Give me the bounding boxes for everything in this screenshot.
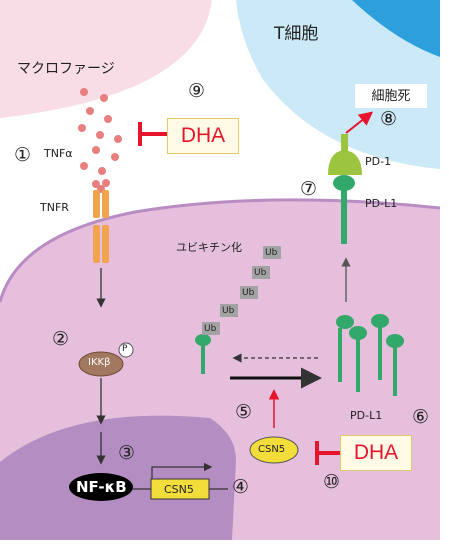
nfkb-label: NF-κB: [76, 478, 127, 496]
ub-pdl1: [195, 246, 281, 374]
ikkb-oval: [78, 351, 124, 377]
step-10: ⑩: [323, 471, 341, 493]
csn5-gene-box: [150, 478, 210, 500]
tnfa-dots: [78, 88, 122, 175]
phospho-label: P: [122, 344, 128, 354]
step-4: ④: [232, 476, 250, 498]
csn5-gene-label: CSN5: [164, 483, 194, 496]
pdl1-top-label: PD-L1: [365, 197, 398, 210]
step-3: ③: [118, 442, 136, 464]
tcell-cell: [236, 0, 449, 170]
cell-membrane: [0, 198, 441, 303]
ikkb-label: IKKβ: [88, 357, 111, 368]
csn5-protein-oval: [249, 436, 299, 464]
tnfa-label: TNFα: [44, 147, 73, 160]
cell-death-label: 細胞死: [355, 84, 427, 108]
macrophage-cell: [0, 0, 212, 118]
tcell-nucleus: [352, 0, 449, 60]
phospho-circle: [118, 342, 134, 358]
step-6: ⑥: [412, 406, 430, 428]
ubiquitination-label: ユビキチン化: [176, 241, 242, 254]
step-8: ⑧: [380, 108, 398, 130]
arrow-to-cell-death: [345, 111, 374, 134]
ub-label-5: Ub: [265, 248, 278, 258]
pd1-pdl1-binding: [328, 134, 362, 244]
tcell-label: T細胞: [274, 24, 319, 44]
ub-label-4: Ub: [254, 268, 267, 278]
pdl1-cluster: [336, 314, 404, 396]
tnfr-receptor: [92, 179, 110, 263]
tnfr-label: TNFR: [40, 201, 69, 214]
inhibit-top: [138, 122, 167, 146]
step-5: ⑤: [235, 401, 253, 423]
ub-label-1: Ub: [204, 324, 217, 334]
dha-box-top: DHA: [167, 118, 239, 154]
promoter-arrow: [151, 462, 213, 479]
nfkb-oval: [69, 473, 133, 501]
step-1: ①: [14, 144, 32, 166]
csn5-protein-label: CSN5: [258, 444, 286, 455]
step-9: ⑨: [188, 80, 206, 102]
step-7: ⑦: [300, 178, 318, 200]
macrophage-label: マクロファージ: [17, 61, 115, 77]
pdl1-bottom-label: PD-L1: [350, 409, 383, 422]
dha-box-bottom: DHA: [340, 435, 412, 471]
step-2: ②: [52, 328, 70, 350]
inhibit-bottom: [315, 441, 340, 465]
ub-label-3: Ub: [242, 288, 255, 298]
ub-label-2: Ub: [222, 306, 235, 316]
pd1-label: PD-1: [365, 155, 392, 168]
